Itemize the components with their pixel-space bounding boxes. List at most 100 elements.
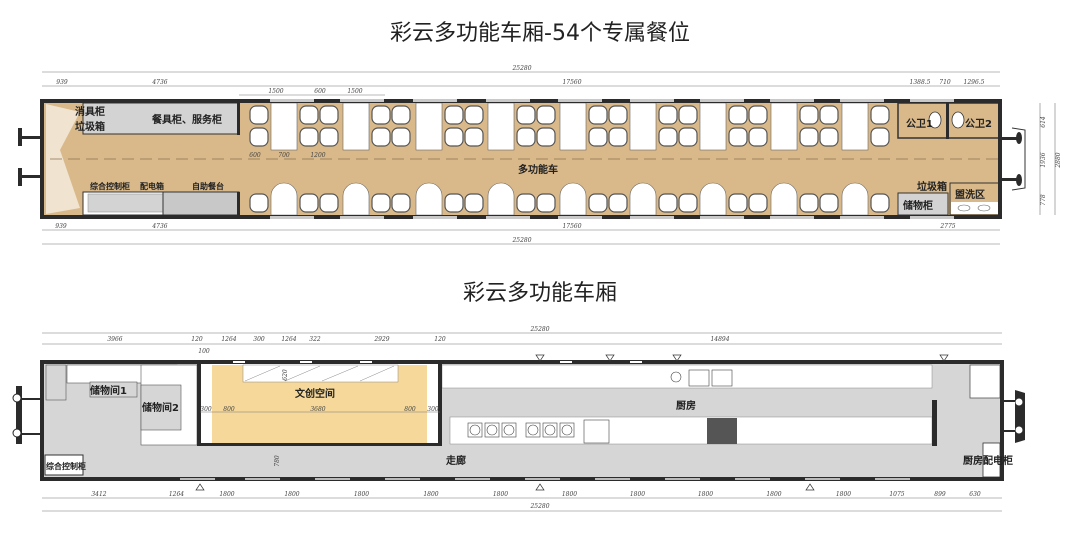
window (875, 478, 910, 480)
label-power-box: 配电箱 (140, 181, 164, 191)
dim-label: 4736 (151, 79, 167, 86)
label-cleaning-cabinet: 消具柜 (75, 105, 105, 118)
dim-label: 710 (939, 79, 951, 86)
chair (678, 193, 698, 213)
window (910, 216, 954, 219)
partition (438, 360, 442, 446)
window (735, 478, 770, 480)
basin-icon (977, 204, 991, 212)
chair (728, 127, 748, 147)
top-plan: 25280 939 4736 17560 1388.5 710 1296.5 1… (18, 65, 1062, 245)
sink-icon (688, 369, 710, 387)
dim-label: 1800 (630, 491, 645, 498)
dim-label: 1800 (698, 491, 713, 498)
window (595, 478, 630, 480)
table (415, 182, 443, 216)
dim-label: 300 (253, 336, 265, 343)
chair (536, 127, 556, 147)
chair (799, 127, 819, 147)
bottom-wall (40, 477, 1004, 481)
window (525, 478, 560, 480)
burner-icon (527, 424, 539, 436)
burner-icon (561, 424, 573, 436)
windows (270, 99, 954, 219)
partition (197, 443, 442, 446)
chair (536, 105, 556, 125)
window (300, 361, 312, 363)
control-cabinet-box (44, 454, 84, 476)
basin-icon (957, 204, 971, 212)
window (360, 361, 372, 363)
toilet-icon (928, 111, 942, 129)
chair (658, 127, 678, 147)
vent-marker (535, 354, 545, 362)
chair (608, 127, 628, 147)
window (700, 99, 744, 102)
window (665, 478, 700, 480)
dim-label: 1388.5 (910, 79, 931, 86)
dim-label: 939 (55, 223, 67, 230)
burner-icon (469, 424, 481, 436)
top-inner-dimensions: 600 700 1200 (249, 152, 326, 159)
dim-label: 1200 (310, 152, 325, 159)
dim-label: 899 (934, 491, 946, 498)
top-wall (40, 360, 1004, 364)
dim-label: 2880 (1055, 152, 1062, 168)
vent-marker (605, 354, 615, 362)
chair (799, 193, 819, 213)
partition (237, 99, 240, 135)
chair (391, 105, 411, 125)
dim-label: 939 (56, 79, 68, 86)
right-wall (998, 99, 1002, 219)
dim-label: 3412 (91, 491, 106, 498)
kitchen-equipment (467, 369, 737, 444)
table (699, 102, 727, 151)
dim-label: 1800 (423, 491, 438, 498)
window (910, 99, 954, 102)
table (770, 102, 798, 151)
bottom-plan-title: 彩云多功能车厢 (463, 281, 617, 306)
chair (658, 105, 678, 125)
chair (748, 105, 768, 125)
dim-label: 800 (404, 406, 416, 413)
table (770, 182, 798, 216)
left-coupler (18, 128, 40, 186)
chair (299, 105, 319, 125)
right-coupler (1002, 390, 1025, 443)
label-tableware-cabinet: 餐具柜、服务柜 (151, 113, 222, 126)
chair (371, 127, 391, 147)
table (699, 182, 727, 216)
locker (45, 364, 67, 401)
table (487, 182, 515, 216)
window (270, 99, 314, 102)
chair (748, 127, 768, 147)
label-corridor: 走廊 (445, 454, 466, 467)
windows (180, 354, 949, 491)
sink-icon (711, 369, 733, 387)
dim-label: 25280 (511, 65, 531, 72)
left-wall (40, 99, 44, 219)
chair (658, 193, 678, 213)
chair (608, 193, 628, 213)
window (558, 99, 602, 102)
right-wall (1000, 360, 1004, 481)
dim-label: 1800 (354, 491, 369, 498)
vent-marker (805, 483, 815, 491)
dim-label: 322 (309, 336, 321, 343)
window (455, 478, 490, 480)
dim-label: 4736 (151, 223, 167, 230)
dim-label: 2775 (939, 223, 955, 230)
table (415, 102, 443, 151)
dim-label: 1500 (268, 88, 283, 95)
partition (932, 400, 937, 446)
dim-label: 14894 (710, 336, 729, 343)
chair (799, 105, 819, 125)
label-multi-function-car: 多功能车 (518, 163, 558, 176)
window (413, 216, 457, 219)
tableware-cabinet (82, 102, 240, 135)
vent-marker (939, 354, 949, 362)
dim-label: 2929 (373, 336, 389, 343)
dim-label: 3680 (310, 406, 325, 413)
vestibule (46, 104, 80, 214)
window (315, 478, 350, 480)
